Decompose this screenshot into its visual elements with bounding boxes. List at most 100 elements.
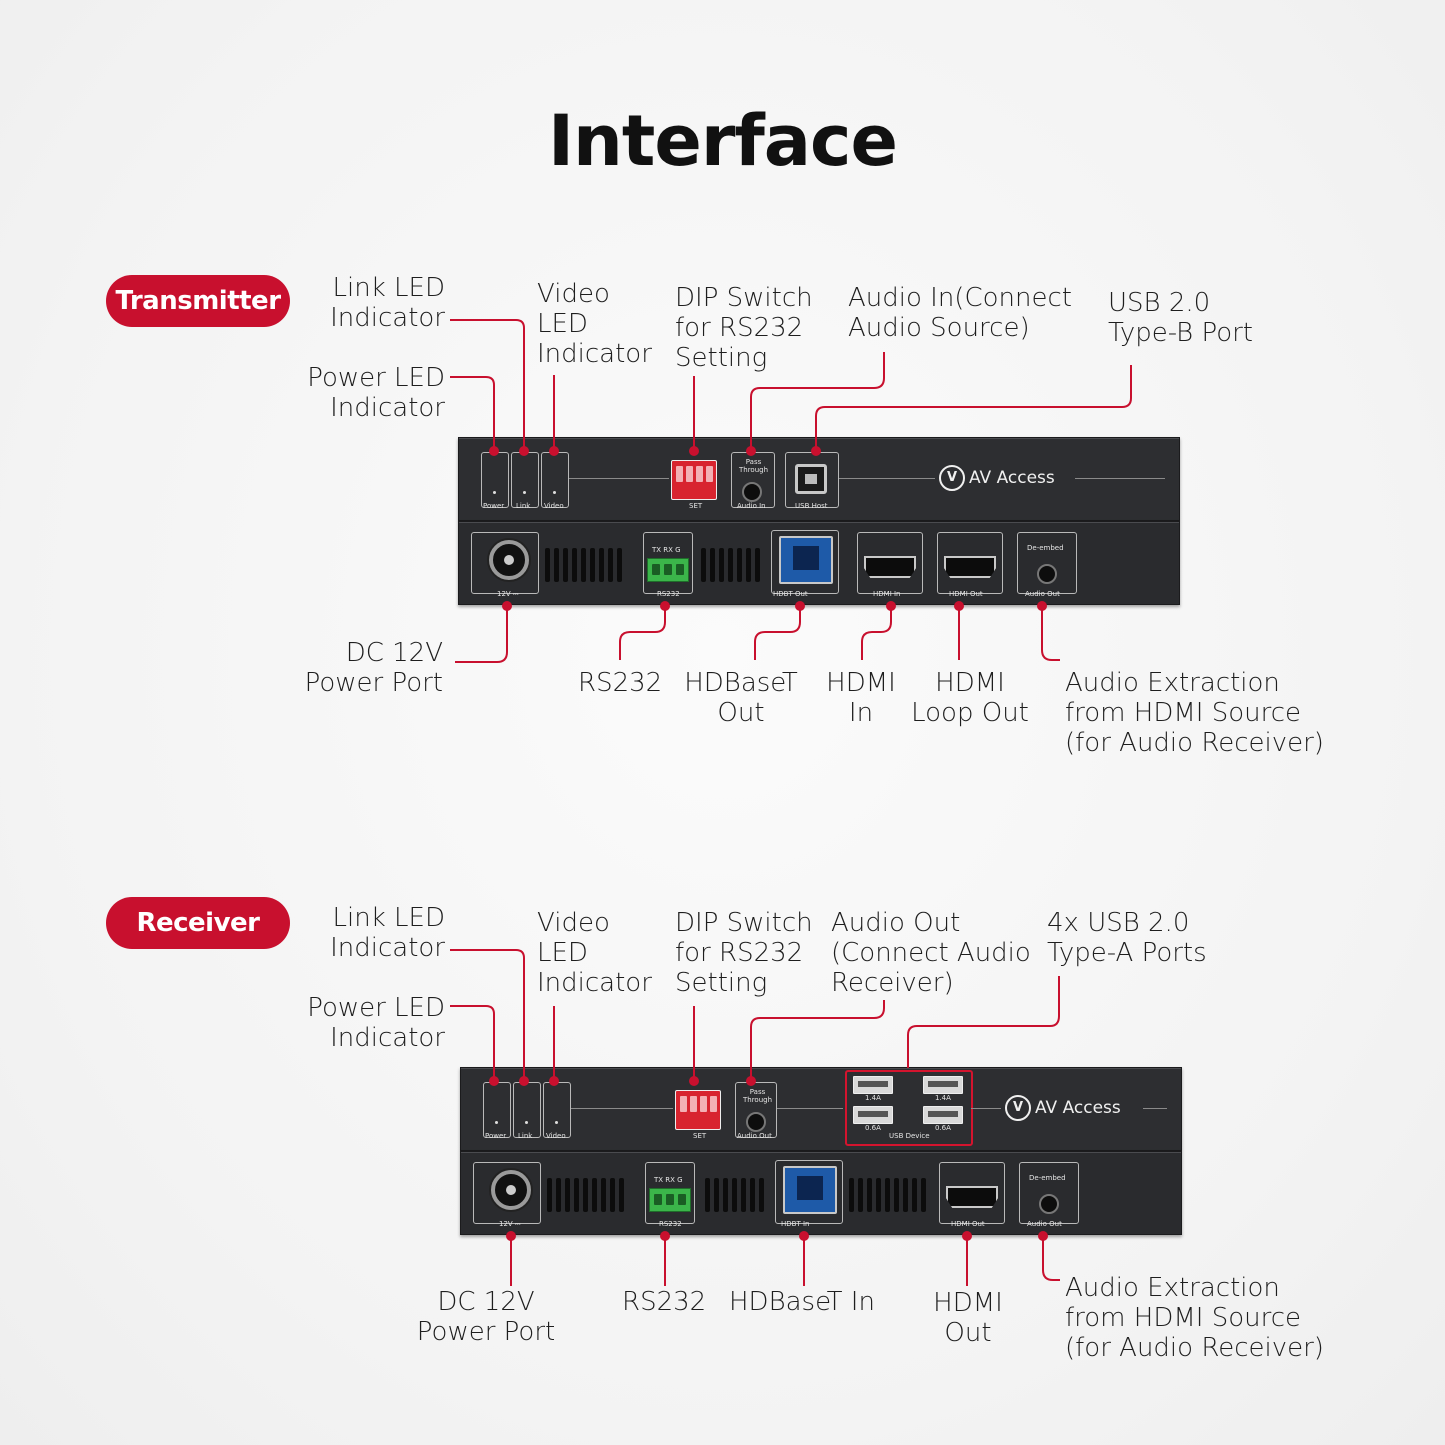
rx-power-tag: Power: [485, 1132, 507, 1140]
rx-audio-out-rear-tag: Audio Out: [1027, 1220, 1062, 1228]
tx-dc-tag: 12V ⎓: [497, 590, 519, 598]
tx-usb-b-port[interactable]: [795, 464, 827, 494]
rx-video-led-label: Video LED Indicator: [537, 908, 652, 998]
tx-rs232-terminal[interactable]: [647, 558, 689, 582]
rx-rear-panel: 12V ⎓ TX RX G RS232 HDBT In HDMI Out De-…: [460, 1151, 1182, 1235]
tx-audio-extraction-label: Audio Extraction from HDMI Source (for A…: [1065, 668, 1324, 758]
rx-audio-out-tag: Audio Out: [737, 1132, 772, 1140]
tx-audio-in-tag: Audio In: [737, 502, 766, 510]
tx-rs232-tag: RS232: [657, 590, 680, 598]
rx-audio-out-jack[interactable]: [746, 1112, 766, 1132]
tx-rear-panel: 12V ⎓ TX RX G RS232 HDBT Out HDMI In HDM…: [458, 521, 1180, 605]
transmitter-badge: Transmitter: [106, 275, 290, 327]
tx-hdmi-out-port[interactable]: [944, 556, 996, 578]
rx-hdmi-out-tag: HDMI Out: [951, 1220, 985, 1228]
tx-hdmi-loop-label: HDMI Loop Out: [911, 668, 1029, 728]
rx-audio-out-box-rear: [1019, 1162, 1079, 1224]
rx-audio-out-box: [735, 1082, 777, 1138]
rx-hdmi-out-port[interactable]: [946, 1186, 998, 1208]
tx-hdmi-in-tag: HDMI In: [873, 590, 901, 598]
tx-hdmi-in-port[interactable]: [864, 556, 916, 578]
rx-dip-switch-label: DIP Switch for RS232 Setting: [675, 908, 813, 998]
tx-audio-out-tag: Audio Out: [1025, 590, 1060, 598]
tx-hdbaset-label: HDBaseT Out: [684, 668, 798, 728]
tx-dip-switch[interactable]: [671, 460, 717, 500]
tx-dc-box: [471, 532, 539, 594]
rx-rs232-terminal[interactable]: [649, 1188, 691, 1212]
tx-usb-label: USB 2.0 Type-B Port: [1108, 288, 1254, 348]
tx-power-led-label: Power LED Indicator: [307, 363, 445, 423]
tx-link-led-label: Link LED Indicator: [330, 273, 445, 333]
rx-rs232-box: [645, 1162, 695, 1224]
tx-dip-switch-label: DIP Switch for RS232 Setting: [675, 283, 813, 373]
rx-de-embed-tag: De-embed: [1029, 1174, 1066, 1182]
tx-dc-jack[interactable]: [489, 540, 529, 580]
av-logo-icon: V: [1005, 1095, 1031, 1121]
tx-audio-in-label: Audio In(Connect Audio Source): [848, 283, 1072, 343]
rx-rs232-tag: RS232: [659, 1220, 682, 1228]
rx-usb-a-port-3[interactable]: [853, 1106, 893, 1124]
rx-audio-out-label: Audio Out (Connect Audio Receiver): [831, 908, 1031, 998]
rx-set-tag: SET: [693, 1132, 707, 1140]
rx-usb-label: 4x USB 2.0 Type-A Ports: [1047, 908, 1207, 968]
rx-rs232-label: RS232: [622, 1287, 707, 1317]
rx-audio-out-jack-rear[interactable]: [1039, 1194, 1059, 1214]
tx-hdmi-in-label: HDMI In: [826, 668, 896, 728]
rx-usb-device-tag: USB Device: [889, 1132, 930, 1140]
tx-link-tag: Link: [516, 502, 531, 510]
tx-dc-power-label: DC 12V Power Port: [304, 638, 443, 698]
tx-audio-out-box: [1017, 532, 1077, 594]
rx-hdmi-out-box: [939, 1162, 1005, 1224]
tx-hdbt-box: [771, 530, 839, 594]
rx-hdbaset-label: HDBaseT In: [729, 1287, 875, 1317]
tx-hdbt-tag: HDBT Out: [773, 590, 808, 598]
rx-usb-06a-tag-2: 0.6A: [935, 1124, 951, 1132]
tx-rs232-label: RS232: [578, 668, 663, 698]
rx-link-tag: Link: [518, 1132, 533, 1140]
rx-usb-a-port-4[interactable]: [923, 1106, 963, 1124]
rx-usb-06a-tag-1: 0.6A: [865, 1124, 881, 1132]
tx-front-panel: Power Link Video SET Pass Through Audio …: [458, 437, 1180, 521]
tx-audio-out-jack[interactable]: [1037, 564, 1057, 584]
tx-audio-in-jack[interactable]: [742, 482, 762, 502]
tx-txrxg-tag: TX RX G: [652, 546, 681, 554]
rx-front-panel: Power Link Video SET Pass Through Audio …: [460, 1067, 1182, 1151]
tx-hdbt-port[interactable]: [779, 536, 833, 584]
rx-hdbt-box: [775, 1160, 843, 1224]
tx-de-embed-tag: De-embed: [1027, 544, 1064, 552]
rx-hdbt-tag: HDBT In: [781, 1220, 810, 1228]
rx-dc-box: [473, 1162, 541, 1224]
tx-video-tag: Video: [544, 502, 564, 510]
rx-audio-extraction-label: Audio Extraction from HDMI Source (for A…: [1065, 1273, 1324, 1363]
rx-txrxg-tag: TX RX G: [654, 1176, 683, 1184]
rx-dc-power-label: DC 12V Power Port: [416, 1287, 556, 1347]
rx-usb-a-port-1[interactable]: [853, 1076, 893, 1094]
tx-video-led-label: Video LED Indicator: [537, 279, 652, 369]
tx-rs232-box: [643, 532, 693, 594]
tx-pass-through-tag: Pass Through: [739, 458, 769, 474]
rx-usb-14a-tag-2: 1.4A: [935, 1094, 951, 1102]
rx-dip-switch[interactable]: [675, 1090, 721, 1130]
rx-hdbt-port[interactable]: [783, 1166, 837, 1214]
rx-usb-14a-tag-1: 1.4A: [865, 1094, 881, 1102]
tx-usb-host-tag: USB Host: [795, 502, 828, 510]
rx-hdmi-out-label: HDMI Out: [933, 1288, 1003, 1348]
tx-hdmi-out-tag: HDMI Out: [949, 590, 983, 598]
rx-power-led-label: Power LED Indicator: [307, 993, 445, 1053]
av-logo-icon: V: [939, 465, 965, 491]
tx-hdmi-in-box: [857, 532, 923, 594]
tx-set-tag: SET: [689, 502, 703, 510]
rx-dc-tag: 12V ⎓: [499, 1220, 521, 1228]
rx-video-tag: Video: [546, 1132, 566, 1140]
rx-usb-a-port-2[interactable]: [923, 1076, 963, 1094]
rx-link-led-label: Link LED Indicator: [330, 903, 445, 963]
tx-hdmi-out-box: [937, 532, 1003, 594]
page-title: Interface: [548, 100, 898, 182]
rx-dc-jack[interactable]: [491, 1170, 531, 1210]
tx-power-tag: Power: [483, 502, 505, 510]
receiver-badge: Receiver: [106, 897, 290, 949]
rx-pass-through-tag: Pass Through: [743, 1088, 773, 1104]
